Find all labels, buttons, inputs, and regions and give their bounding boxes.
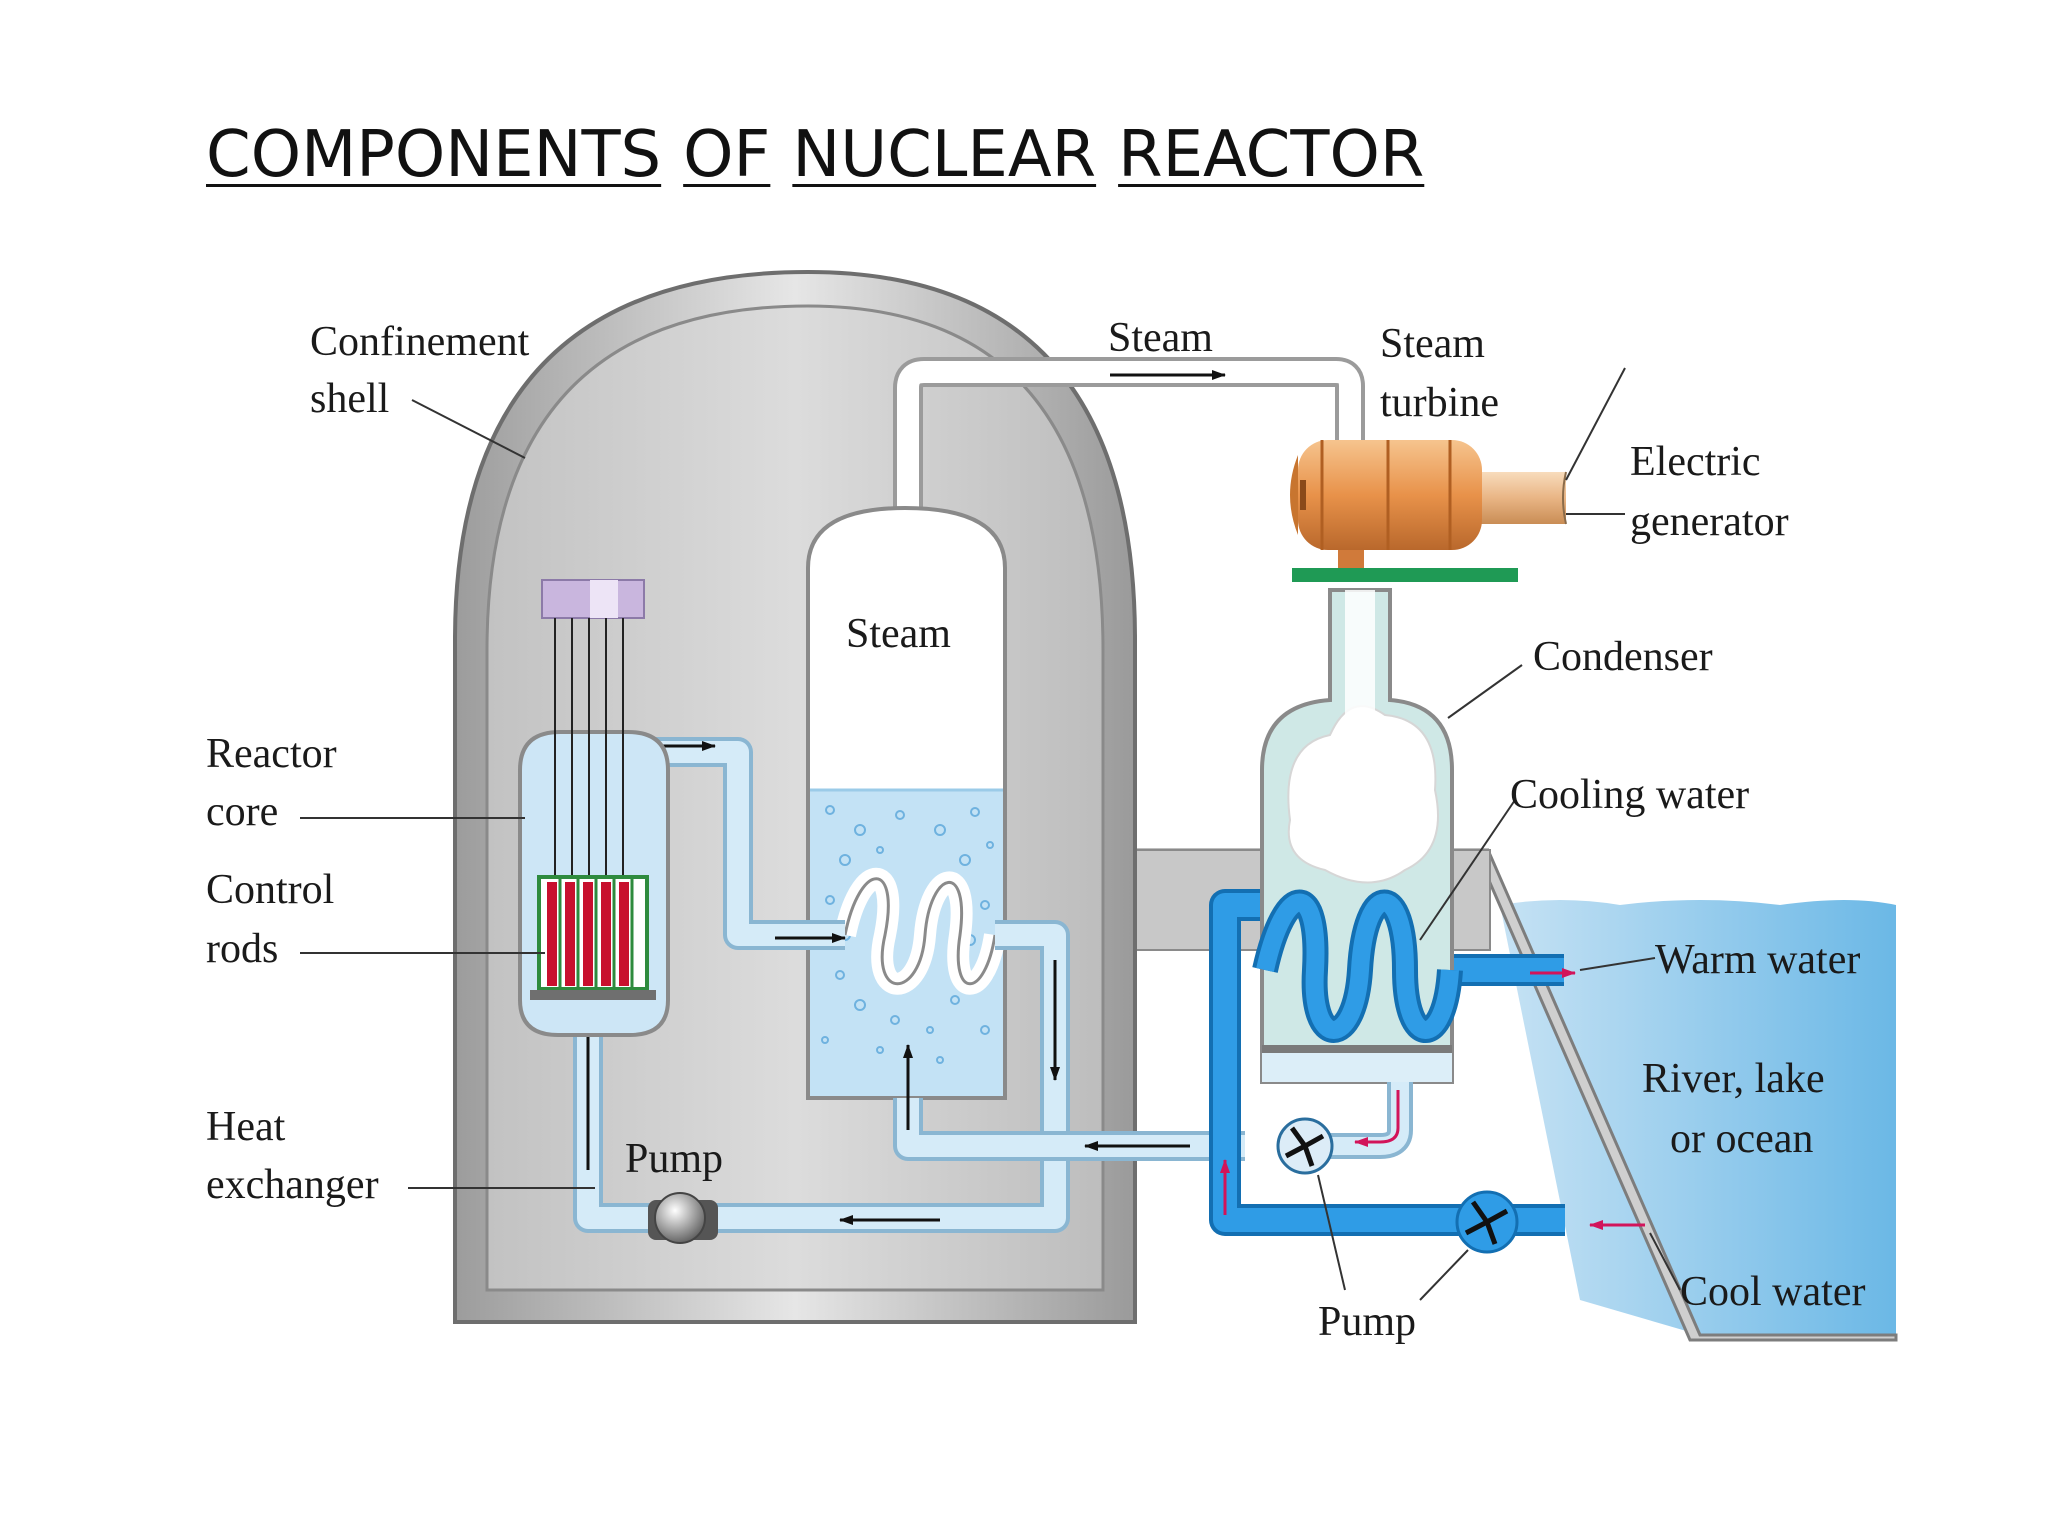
label-heat-exchanger-1: Heat: [206, 1104, 286, 1150]
flow-arrow-red: [1354, 1090, 1400, 1147]
label-heat-exchanger-2: exchanger: [206, 1162, 379, 1208]
condensate-pump: [1276, 1117, 1334, 1175]
label-control-rods-2: rods: [206, 926, 278, 972]
steam-bubbles: [821, 805, 994, 1064]
label-confinement-shell-1: Confinement: [310, 319, 530, 365]
label-steam-turbine-1: Steam: [1380, 321, 1485, 367]
label-condenser: Condenser: [1533, 634, 1713, 680]
label-electric-generator-2: generator: [1630, 499, 1789, 545]
slide-title: COMPONENTS OF NUCLEAR REACTOR: [206, 118, 1446, 192]
label-reactor-core-1: Reactor: [206, 731, 337, 777]
control-rods: [537, 875, 649, 991]
title-word: COMPONENTS: [206, 118, 662, 192]
label-river-1: River, lake: [1642, 1056, 1825, 1102]
primary-pump: [648, 1192, 718, 1244]
label-steam-turbine-2: turbine: [1380, 380, 1499, 426]
generator-shaft: [1478, 472, 1566, 524]
label-control-rods-1: Control: [206, 867, 334, 913]
label-reactor-core-2: core: [206, 789, 278, 835]
steam-turbine: [1290, 440, 1482, 550]
turbine-mount: [1338, 548, 1364, 568]
label-steam-vessel: Steam: [846, 611, 951, 657]
label-electric-generator-1: Electric: [1630, 439, 1761, 485]
title-word: OF: [683, 118, 771, 192]
generator-base: [1292, 568, 1518, 582]
label-warm-water: Warm water: [1655, 937, 1860, 983]
control-rod-wires: [554, 618, 624, 880]
condenser-steam-cloud: [1287, 705, 1439, 884]
steam-pipe-inner: [897, 361, 1361, 515]
label-cool-water: Cool water: [1680, 1269, 1865, 1315]
leader-lines: [300, 367, 1681, 1301]
label-steam-pipe: Steam: [1108, 315, 1213, 361]
label-confinement-shell-2: shell: [310, 376, 389, 422]
label-cooling-water: Cooling water: [1510, 772, 1749, 818]
title-word: NUCLEAR: [792, 118, 1097, 192]
label-river-2: or ocean: [1670, 1116, 1813, 1162]
label-pump-primary: Pump: [625, 1136, 723, 1182]
cooling-water-pump: [1455, 1190, 1519, 1254]
title-word: REACTOR: [1118, 118, 1425, 192]
label-pump-secondary: Pump: [1318, 1299, 1416, 1345]
